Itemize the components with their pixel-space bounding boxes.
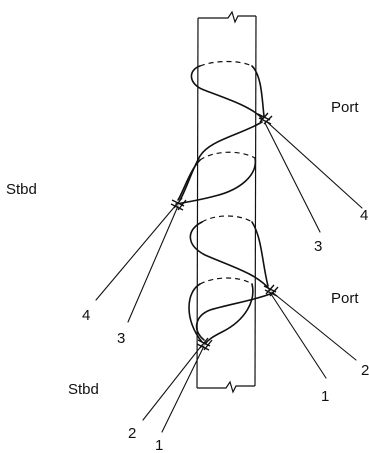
label-port-upper: Port (331, 99, 359, 116)
lower-front-turn-1 (189, 221, 271, 291)
spar-right-edge (254, 15, 257, 387)
stbd-upper-line-4 (95, 204, 177, 301)
label-stbd-upper: Stbd (6, 181, 37, 198)
lower-back-turn-1 (201, 215, 253, 223)
spar (196, 10, 257, 394)
upper-front-turn-3 (175, 157, 257, 205)
port-lower-line-2 (271, 291, 357, 361)
stbd-upper-line-3 (127, 205, 179, 323)
lower-front-turn-2 (195, 293, 271, 341)
upper-front-turn-1 (190, 65, 263, 119)
spar-bottom-break (197, 380, 255, 394)
upper-front-turn-2 (179, 121, 263, 201)
stbd-lower-line-2 (142, 344, 203, 421)
upper-turn-2-side (177, 159, 201, 201)
lower-turn-1-return (251, 221, 269, 287)
lower-lashing (142, 215, 357, 433)
label-right-upper-3: 3 (314, 238, 322, 255)
lower-back-turn-2 (199, 277, 253, 285)
label-right-lower-1: 1 (321, 388, 329, 405)
upper-turn-1-return (251, 65, 265, 117)
label-left-upper-3: 3 (117, 330, 125, 347)
lower-turn-2-side (188, 283, 203, 343)
stbd-lower-line-1 (161, 345, 205, 433)
label-port-lower: Port (331, 290, 359, 307)
label-right-lower-2: 2 (361, 362, 369, 379)
port-lower-line-1 (270, 293, 327, 379)
label-left-upper-4: 4 (82, 307, 90, 324)
label-left-lower-2: 2 (128, 425, 136, 442)
lower-turn-2-return (204, 283, 254, 345)
port-upper-line-4 (265, 120, 363, 209)
upper-back-turn-1 (199, 60, 253, 67)
upper-lashing (95, 60, 363, 323)
label-right-upper-4: 4 (360, 207, 368, 224)
spar-top-break (198, 10, 256, 24)
upper-back-turn-2 (199, 151, 256, 161)
label-left-lower-1: 1 (155, 437, 163, 453)
port-upper-line-3 (264, 122, 321, 233)
label-stbd-lower: Stbd (68, 381, 99, 398)
